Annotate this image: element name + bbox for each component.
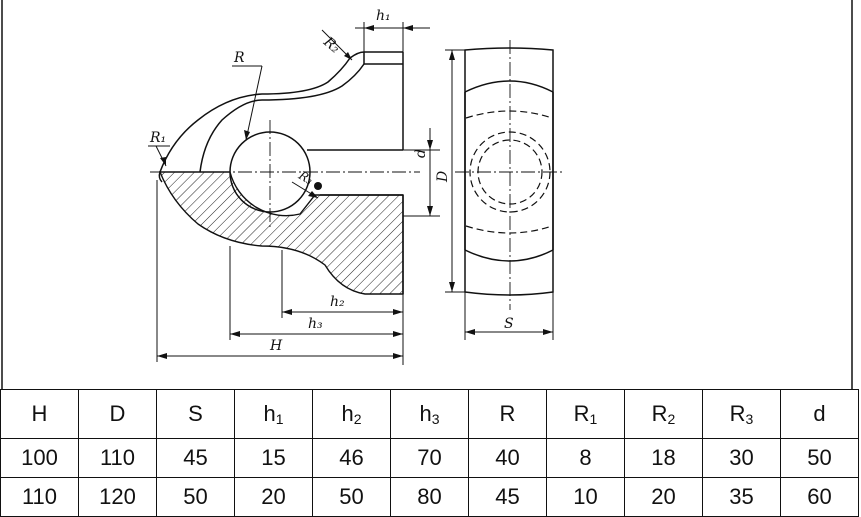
label-D: D [435,171,451,183]
dimension-table: H D S h1 h2 h3 R R1 R2 R3 d 100 110 45 1… [0,389,859,517]
table-cell: 40 [468,438,547,478]
table-cell: 50 [780,438,859,478]
center-lines [150,40,565,310]
header-cell: h1 [234,389,313,439]
table-cell: 20 [624,477,703,517]
frame [1,0,853,390]
side-view-hidden [465,110,553,234]
header-cell: h2 [312,389,391,439]
header-cell: H [0,389,79,439]
table-cell: 60 [780,477,859,517]
table-cell: 20 [234,477,313,517]
table-cell: 100 [0,438,79,478]
header-cell: R [468,389,547,439]
table-row: 110 120 50 20 50 80 45 10 20 35 60 [0,477,859,517]
label-r3: R₃ [295,168,315,188]
table-cell: 45 [156,438,235,478]
label-r1: R₁ [149,130,166,146]
label-S: S [504,316,514,332]
table-cell: 45 [468,477,547,517]
label-r2: R₂ [319,33,343,57]
header-cell: D [78,389,157,439]
table-cell: 80 [390,477,469,517]
table-cell: 70 [390,438,469,478]
table-header-row: H D S h1 h2 h3 R R1 R2 R3 d [0,389,859,439]
table-cell: 110 [0,477,79,517]
table-cell: 110 [78,438,157,478]
label-d: d [413,149,429,158]
table-cell: 15 [234,438,313,478]
table-cell: 50 [312,477,391,517]
label-r: R [233,50,245,66]
label-h1: h₁ [376,8,391,24]
table-cell: 35 [702,477,781,517]
header-cell: R1 [546,389,625,439]
header-cell: h3 [390,389,469,439]
table-cell: 18 [624,438,703,478]
table-cell: 10 [546,477,625,517]
label-H: H [269,338,283,354]
label-h3: h₃ [308,316,323,332]
table-cell: 8 [546,438,625,478]
table-cell: 120 [78,477,157,517]
table-cell: 46 [312,438,391,478]
table-cell: 30 [702,438,781,478]
table-row: 100 110 45 15 46 70 40 8 18 30 50 [0,438,859,478]
table-cell: 50 [156,477,235,517]
label-h2: h₂ [330,294,345,310]
header-cell: R2 [624,389,703,439]
technical-drawing: h₁ R₂ R R₁ R₃ d D h₂ h₃ H S [1,0,853,390]
header-cell: d [780,389,859,439]
header-cell: R3 [702,389,781,439]
header-cell: S [156,389,235,439]
arrowheads [157,25,553,359]
